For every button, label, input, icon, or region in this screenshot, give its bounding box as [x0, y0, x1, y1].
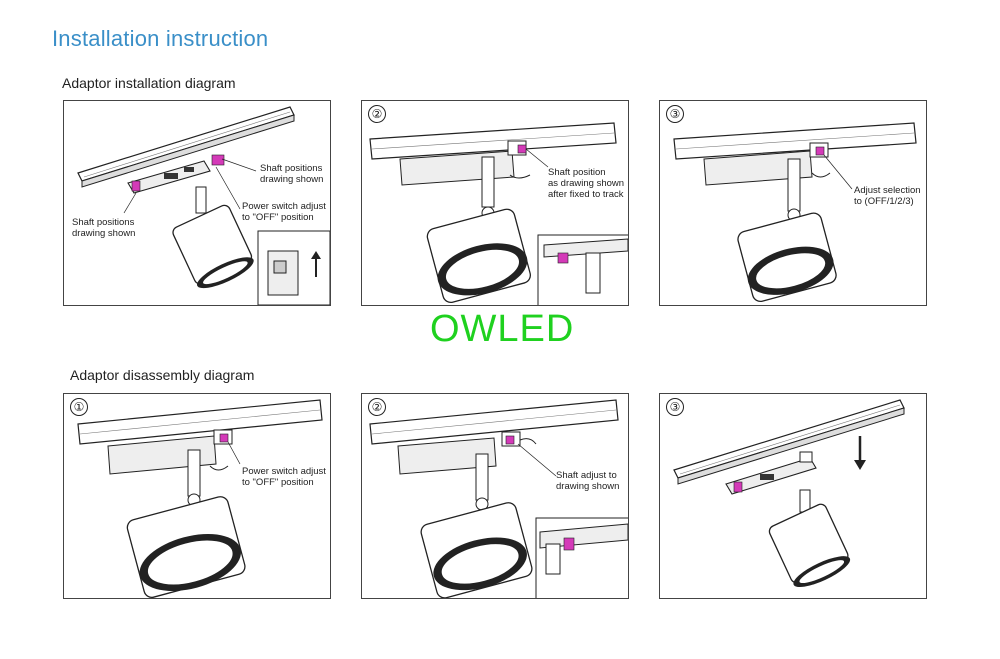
step-number: ②	[368, 398, 386, 416]
caption-adjust-selection: Adjust selection to (OFF/1/2/3)	[854, 185, 921, 207]
step-number: ③	[666, 398, 684, 416]
track-light-drawing	[369, 399, 628, 598]
step-number: ③	[666, 105, 684, 123]
brand-watermark: OWLED	[430, 308, 575, 350]
installation-heading: Adaptor installation diagram	[62, 75, 236, 91]
step-number: ②	[368, 105, 386, 123]
track-light-drawing	[77, 399, 323, 598]
track-light-drawing	[369, 122, 628, 305]
disassembly-step-3-panel: ③	[659, 393, 927, 599]
install-step-1-panel: Shaft positions drawing shown Shaft posi…	[63, 100, 331, 306]
caption-power-switch: Power switch adjust to "OFF" position	[242, 201, 326, 223]
track-light-drawing	[673, 399, 905, 588]
page-title: Installation instruction	[52, 26, 269, 51]
disassembly-step-1-panel: ① Power switch adjust to "OFF" position	[63, 393, 331, 599]
step-number: ①	[70, 398, 88, 416]
caption-power-switch: Power switch adjust to "OFF" position	[242, 466, 326, 488]
track-light-drawing	[77, 106, 330, 305]
install-step-3-panel: ③ Adjust selection to (OFF/1/2/3)	[659, 100, 927, 306]
caption-shaft-positions-right: Shaft positions drawing shown	[260, 163, 324, 185]
caption-shaft-adjust: Shaft adjust to drawing shown	[556, 470, 620, 492]
caption-shaft-positions-left: Shaft positions drawing shown	[72, 217, 136, 239]
disassembly-step-2-panel: ② Shaft adjust to drawing shown	[361, 393, 629, 599]
install-step-2-panel: ② Shaft position as drawing shown after …	[361, 100, 629, 306]
disassembly-heading: Adaptor disassembly diagram	[70, 367, 255, 383]
track-light-drawing	[673, 122, 917, 303]
caption-shaft-position: Shaft position as drawing shown after fi…	[548, 167, 625, 200]
